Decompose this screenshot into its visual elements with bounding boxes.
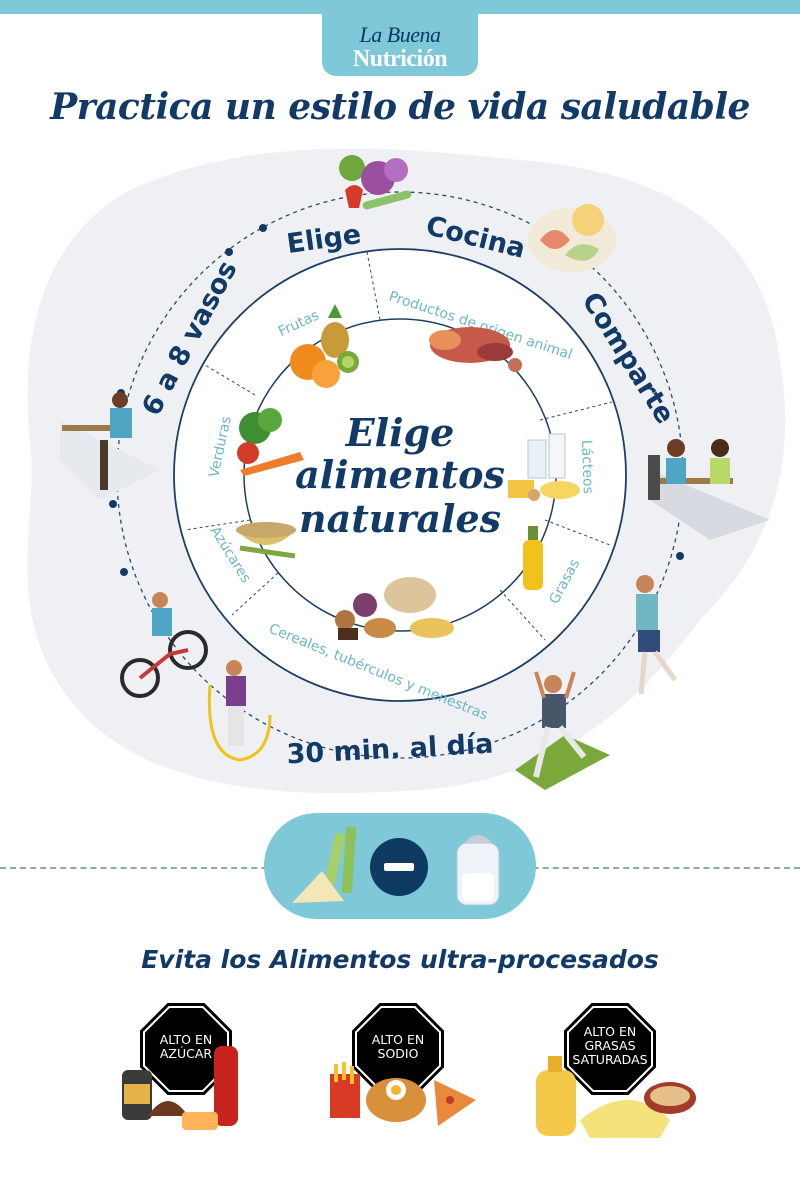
center-line-1: Elige <box>345 410 455 455</box>
sugar-cane-icon <box>292 826 357 903</box>
avoid-title: Evita los Alimentos ultra-procesados <box>141 945 659 974</box>
salt-shaker-icon <box>456 835 500 906</box>
fruits-icon <box>290 304 359 388</box>
person-cycling-icon <box>120 592 208 698</box>
group-lacteos: Lácteos <box>578 440 596 495</box>
food-wheel-diagram: Elige Cocina Comparte 6 a 8 vasos 30 min… <box>27 148 786 794</box>
cooked-meal-icon <box>528 204 616 272</box>
ring-dot <box>109 500 117 508</box>
person-drinking-water-icon <box>60 392 160 500</box>
warning-fat-badge: ALTO EN GRASAS SATURADAS <box>564 1003 656 1095</box>
top-bar <box>0 0 800 14</box>
brand-logo: La Buena Nutrición <box>322 10 478 76</box>
fatty-products-icon <box>536 1056 696 1138</box>
meat-icon <box>429 327 522 372</box>
warning-line: ALTO EN <box>583 1024 637 1039</box>
headline: Practica un estilo de vida saludable <box>50 86 750 128</box>
dairy-icon <box>508 433 580 501</box>
sugar-bowl-icon <box>236 522 296 559</box>
minus-icon <box>370 838 428 896</box>
brand-line-2: Nutrición <box>352 46 448 72</box>
center-line-3: naturales <box>299 496 501 541</box>
cereals-icon <box>335 577 454 640</box>
warning-line: ALTO EN <box>371 1032 425 1047</box>
warning-line: GRASAS <box>584 1038 636 1053</box>
brand-line-1: La Buena <box>359 22 441 47</box>
person-jumping-rope-icon <box>207 660 272 762</box>
ring-dot <box>676 552 684 560</box>
warning-sugar-badge: ALTO EN AZÚCAR <box>140 1003 232 1095</box>
ring-dot <box>225 248 233 256</box>
segment-dividers <box>184 251 613 641</box>
warning-line: ALTO EN <box>159 1032 213 1047</box>
salty-products-icon <box>330 1062 476 1126</box>
center-line-2: alimentos <box>295 452 505 497</box>
oil-bottle-icon <box>523 526 543 590</box>
warning-line: SATURADAS <box>572 1052 648 1067</box>
minus-ingredients-pill <box>264 813 536 919</box>
ring-dot <box>120 568 128 576</box>
warning-line: SODIO <box>377 1046 419 1061</box>
person-yoga-icon <box>515 671 610 790</box>
vegetables-icon <box>237 408 304 476</box>
sugary-products-icon <box>122 1046 238 1130</box>
vegetables-basket-icon <box>339 155 412 210</box>
warning-line: AZÚCAR <box>159 1046 213 1061</box>
people-sharing-meal-icon <box>648 439 770 540</box>
person-running-icon <box>636 575 678 695</box>
ring-dot <box>259 224 267 232</box>
